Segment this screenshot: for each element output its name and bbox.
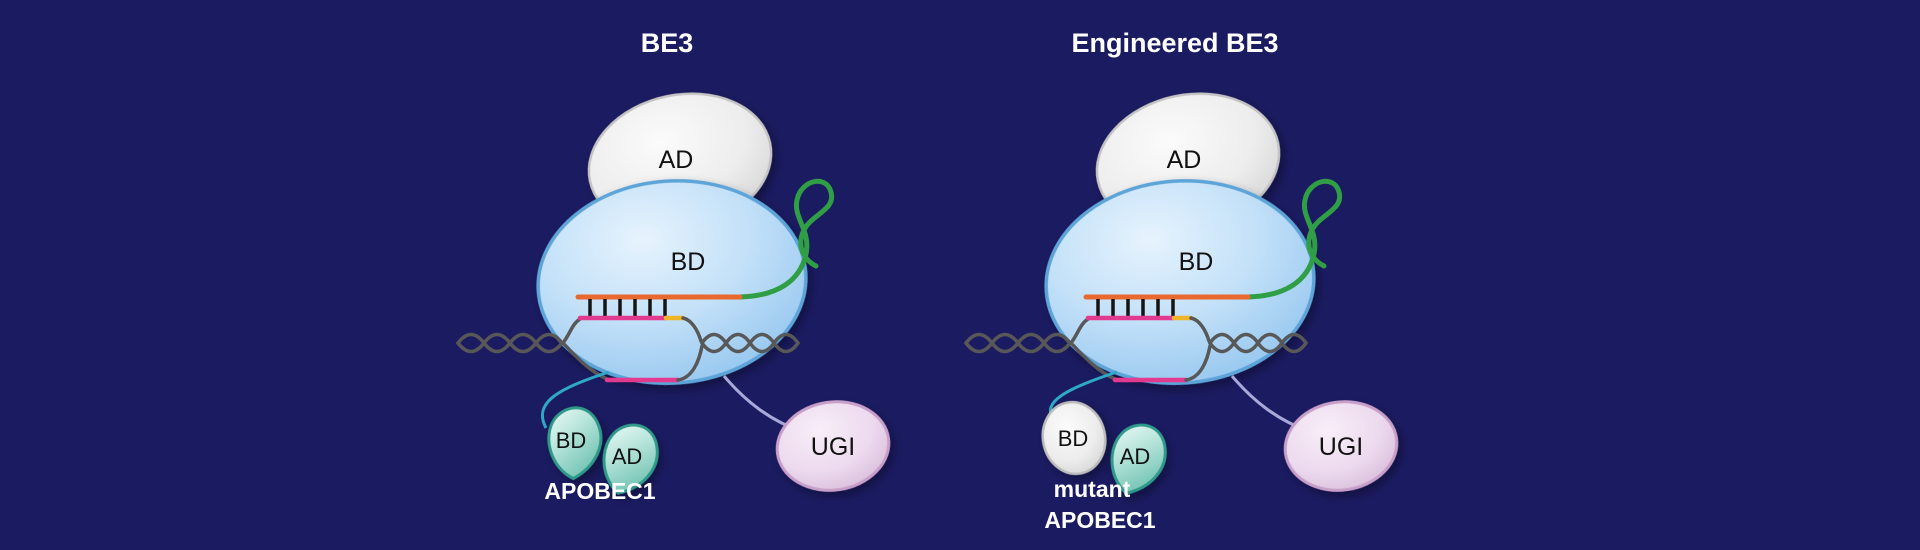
panel-be3: BE3 AD BD BD AD APOBEC1 UGI <box>456 28 891 504</box>
apobec-ad-leaf <box>1110 423 1167 495</box>
apobec-name-line1: mutant <box>1054 476 1131 502</box>
target-strand-left-connector <box>561 317 582 345</box>
apobec-bd-label: BD <box>1058 426 1089 451</box>
displaced-strand-left-connector <box>1071 343 1117 381</box>
panel-title: BE3 <box>641 28 694 58</box>
apobec-bd-leaf <box>547 406 603 481</box>
apobec-name-label: APOBEC1 <box>544 478 655 504</box>
apobec-bd-label: BD <box>556 428 587 453</box>
cas9-bd-domain-label: BD <box>671 248 706 276</box>
cas9-ad-domain-label: AD <box>659 146 694 174</box>
sgrna-scaffold-loop <box>1245 178 1343 300</box>
target-strand-left-connector <box>1069 317 1090 345</box>
ugi-shape <box>1283 400 1399 492</box>
apobec-mutant-bd-shape <box>1041 400 1107 476</box>
sgrna-scaffold-loop <box>737 178 835 300</box>
panel-title: Engineered BE3 <box>1071 28 1278 58</box>
apobec-name-line2: APOBEC1 <box>1044 507 1155 533</box>
cas9-bd-domain-shape <box>536 179 808 385</box>
apobec-linker <box>540 370 610 429</box>
ugi-label: UGI <box>1319 433 1363 461</box>
base-pairing-ticks <box>1096 299 1175 317</box>
panel-engineered-be3: Engineered BE3 AD BD BD AD mutant APOBEC… <box>964 28 1399 533</box>
displaced-strand-right-connector <box>1184 344 1212 382</box>
dna-helix-right-strand-b <box>1208 332 1308 354</box>
dna-helix-left-strand-b <box>456 332 564 354</box>
target-strand-right-connector <box>681 316 703 343</box>
displaced-strand-left-connector <box>563 343 609 381</box>
dna-helix-left-strand-b <box>964 332 1072 354</box>
cas9-ad-domain-label: AD <box>1167 146 1202 174</box>
cas9-bd-domain-shape <box>1044 179 1316 385</box>
base-pairing-ticks <box>588 299 667 317</box>
apobec-ad-leaf <box>602 423 659 495</box>
displaced-strand-right-connector <box>676 344 704 382</box>
dna-helix-right-strand-b <box>700 332 800 354</box>
ugi-label: UGI <box>811 433 855 461</box>
apobec-ad-label: AD <box>1120 444 1151 469</box>
apobec-ad-label: AD <box>612 444 643 469</box>
cas9-bd-domain-label: BD <box>1179 248 1214 276</box>
ugi-shape <box>775 400 891 492</box>
target-strand-right-connector <box>1189 316 1211 343</box>
